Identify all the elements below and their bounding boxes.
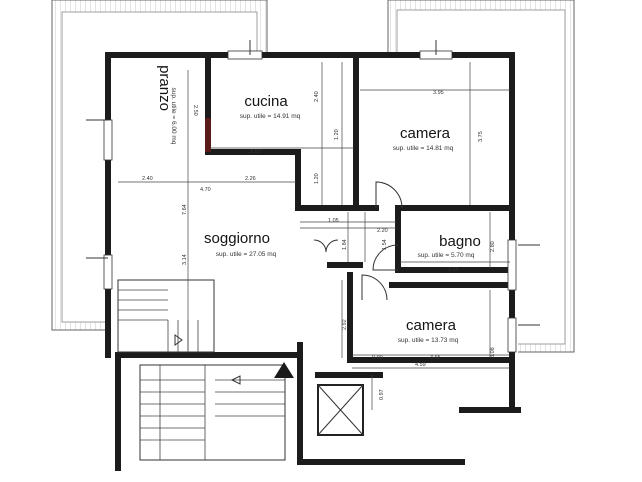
room-cucina: cucina sup. utile = 14.91 mq: [240, 93, 301, 120]
room-area: sup. utile = 6.00 mq: [170, 88, 177, 145]
interior-walls: [115, 57, 515, 465]
dim-label: 1.84: [342, 239, 348, 250]
dim-label: 1.05: [328, 218, 339, 224]
dim-label: 3.50: [250, 149, 261, 155]
room-area: sup. utile = 14.91 mq: [240, 113, 301, 120]
dim-label: 3.14: [182, 254, 188, 265]
room-name: bagno: [439, 233, 481, 250]
north-arrow-icon: [274, 362, 294, 378]
dim-label: 4.70: [200, 187, 211, 193]
dim-label: 0.97: [379, 389, 385, 400]
dim-label: 2.40: [142, 176, 153, 182]
apartment-interior: [108, 55, 518, 468]
dim-label: 2.80: [490, 241, 496, 252]
dim-label: 1.20: [334, 129, 340, 140]
dim-label: 7.64: [182, 204, 188, 215]
dim-label: 2.50: [192, 105, 198, 116]
dim-label: 2.92: [342, 319, 348, 330]
room-area: sup. utile = 14.81 mq: [393, 145, 454, 152]
dim-label: 1.54: [382, 239, 388, 250]
room-camera-1: camera sup. utile = 14.81 mq: [393, 125, 454, 152]
room-area: sup. utile = 5.70 mq: [418, 252, 475, 259]
room-area: sup. utile = 27.05 mq: [216, 251, 277, 258]
kitchen-counter: [205, 118, 211, 152]
room-soggiorno: soggiorno sup. utile = 27.05 mq: [204, 230, 277, 258]
dim-label: 2.26: [245, 176, 256, 182]
dim-label: 4.59: [415, 362, 426, 368]
lift-shaft: [317, 384, 364, 436]
dim-label: 2.40: [314, 91, 320, 102]
dim-label: 3.08: [490, 347, 496, 358]
outer-walls: [105, 52, 521, 471]
stairwell: [117, 279, 286, 461]
dim-label: 3.75: [478, 131, 484, 142]
room-name: soggiorno: [204, 230, 270, 247]
dimension-lines: [118, 62, 510, 410]
room-pranzo: pranzo sup. utile = 6.00 mq: [156, 65, 177, 145]
dim-label: 1.20: [314, 173, 320, 184]
room-camera-2: camera sup. utile = 13.73 mq: [398, 317, 459, 344]
room-name: camera: [406, 317, 457, 334]
dim-label: 0.90: [372, 355, 383, 361]
room-name: camera: [400, 125, 451, 142]
dim-label: 3.95: [433, 90, 444, 96]
dim-label: 2.65: [448, 267, 459, 273]
room-area: sup. utile = 13.73 mq: [398, 337, 459, 344]
dim-label: 3.65: [430, 355, 441, 361]
leader-lines: [86, 40, 540, 326]
room-name: cucina: [244, 93, 288, 110]
room-name: pranzo: [156, 65, 173, 111]
doors: [313, 181, 403, 301]
dimension-labels: 3.95 2.50 2.40 3.50 3.75 2.40 4.70 2.26 …: [142, 90, 496, 400]
room-bagno: bagno sup. utile = 5.70 mq: [418, 233, 481, 259]
dim-label: 2.20: [377, 228, 388, 234]
